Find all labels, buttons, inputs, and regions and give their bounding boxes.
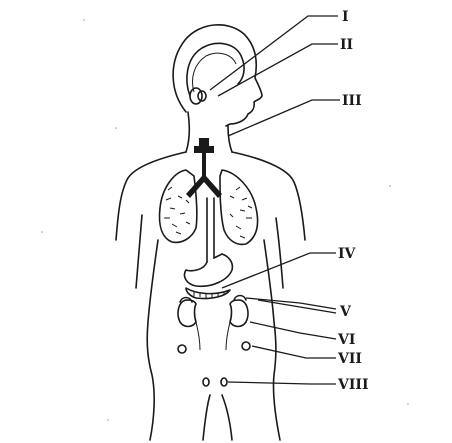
label-iii: III: [342, 93, 362, 109]
pituitary-gland: [190, 88, 206, 104]
label-v: V: [339, 304, 352, 320]
left-lung: [160, 170, 197, 242]
right-lung: [220, 170, 258, 244]
label-viii: VIII: [337, 377, 369, 393]
left-kidney: [178, 300, 200, 350]
esophagus: [207, 198, 214, 262]
adrenal-glands: [180, 296, 246, 303]
pancreas: [186, 288, 230, 299]
stomach: [184, 254, 232, 286]
ovaries: [178, 342, 250, 353]
thyroid-gland: [194, 138, 214, 153]
body-outline: [116, 25, 305, 440]
label-iv: IV: [338, 246, 357, 262]
testes: [203, 378, 227, 386]
label-ii: II: [340, 37, 353, 53]
label-vi: VI: [337, 332, 355, 348]
label-i: I: [342, 9, 349, 25]
label-vii: VII: [337, 351, 362, 367]
